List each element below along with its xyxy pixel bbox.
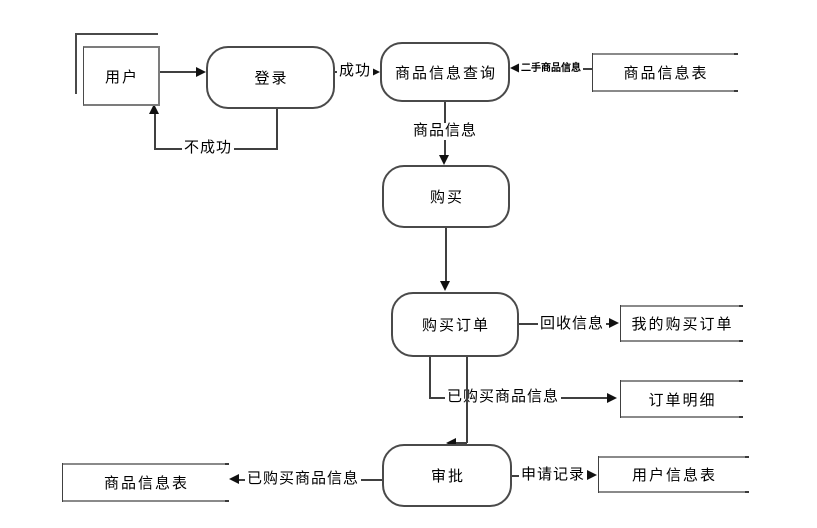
- process-product-info-query: 商品信息查询: [380, 42, 510, 102]
- edge-label-product-info: 商品信息: [411, 123, 480, 140]
- arrowhead-right-icon: [587, 470, 597, 480]
- entity-shadow-vertical: [75, 33, 77, 94]
- process-product-info-query-label: 商品信息查询: [394, 65, 497, 82]
- entity-shadow-horizontal: [75, 33, 158, 35]
- edge-label-purchased-product-info-a: 已购买商品信息: [445, 389, 562, 406]
- arrowhead-left-icon: [229, 474, 239, 484]
- process-purchase: 购买: [382, 165, 510, 228]
- datastore-label: 商品信息表: [623, 66, 709, 82]
- flow-line-purchase-to-order: [445, 228, 447, 282]
- flow-line-into-approval-top: [455, 442, 467, 444]
- process-login-label: 登录: [254, 71, 289, 87]
- arrowhead-right-icon: [609, 318, 619, 328]
- datastore-label: 用户信息表: [631, 468, 717, 484]
- flow-line-user-to-login: [160, 71, 197, 73]
- entity-user-label: 用户: [104, 69, 139, 86]
- entity-user: 用户: [83, 46, 160, 106]
- datastore-product-info-table-top: 商品信息表: [592, 53, 738, 92]
- process-approval: 审批: [382, 444, 512, 507]
- process-approval-label: 审批: [430, 469, 465, 485]
- edge-label-unsuccessful: 不成功: [182, 140, 235, 157]
- arrowhead-right-icon: [370, 67, 380, 77]
- datastore-label: 订单明细: [648, 392, 717, 409]
- process-purchase-label: 购买: [429, 190, 464, 206]
- edge-label-purchased-product-info-b: 已购买商品信息: [245, 471, 362, 488]
- process-purchase-order: 购买订单: [391, 292, 519, 357]
- datastore-user-info-table: 用户信息表: [598, 456, 749, 493]
- edge-label-application-record: 申请记录: [519, 467, 588, 484]
- arrowhead-down-icon: [440, 281, 450, 291]
- arrowhead-up-icon: [149, 104, 159, 114]
- process-login: 登录: [206, 46, 335, 109]
- arrowhead-left-icon: [446, 438, 456, 448]
- flow-line-fail-up: [154, 113, 156, 149]
- arrowhead-down-icon: [439, 155, 449, 165]
- flow-line-order-down-left: [429, 357, 431, 398]
- flow-line-order-to-approval: [466, 357, 468, 443]
- arrowhead-left-icon: [510, 63, 520, 73]
- datastore-my-purchase-orders: 我的购买订单: [620, 305, 743, 342]
- process-purchase-order-label: 购买订单: [421, 318, 490, 334]
- datastore-label: 我的购买订单: [631, 317, 734, 333]
- arrowhead-right-icon: [607, 393, 617, 403]
- edge-label-recycle-info: 回收信息: [538, 316, 607, 333]
- datastore-label: 商品信息表: [103, 476, 189, 492]
- edge-label-success: 成功: [337, 63, 374, 80]
- flow-line-login-down: [276, 109, 278, 150]
- datastore-order-details: 订单明细: [620, 380, 743, 418]
- datastore-product-info-table-bottom: 商品信息表: [62, 463, 229, 502]
- edge-label-secondhand-product-info: 二手商品信息: [519, 63, 583, 75]
- arrowhead-right-icon: [196, 67, 206, 77]
